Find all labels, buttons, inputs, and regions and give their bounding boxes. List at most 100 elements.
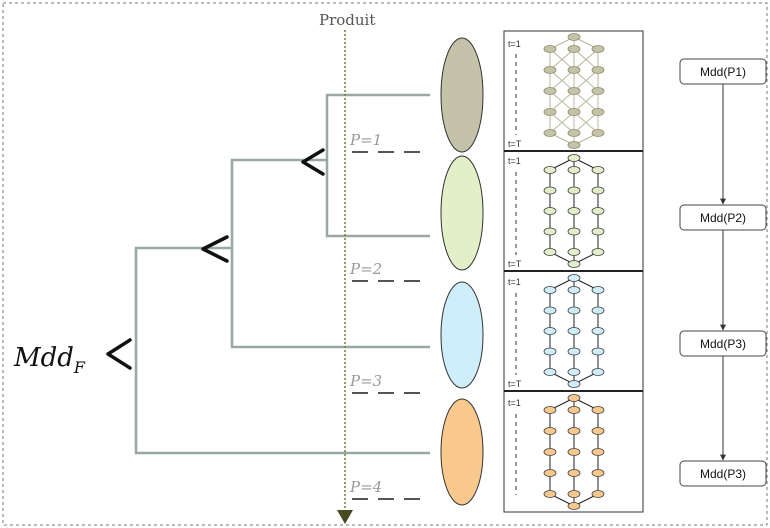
graph-node (567, 347, 581, 356)
partition-label-3: P=3 (349, 372, 382, 390)
chain-box-3-label: Mdd(P3) (700, 337, 746, 351)
graph-node (591, 306, 605, 315)
panel-4: t=1 (508, 394, 605, 510)
graph-node (567, 502, 581, 510)
graph-node (543, 166, 557, 174)
graph-node (543, 286, 557, 294)
graph-node (543, 327, 557, 335)
partition-label-1: P=1 (349, 131, 382, 149)
graph-node (567, 227, 581, 236)
panel-3-t-end: t=T (508, 379, 522, 389)
graph-node (543, 347, 557, 356)
ellipse-p2 (440, 155, 484, 271)
panel-2-graph (543, 154, 605, 268)
graph-edge (549, 48, 575, 71)
panel-2-t-start: t=1 (508, 156, 521, 166)
graph-node (591, 66, 605, 74)
graph-node (543, 406, 557, 414)
product-axis: Produit (319, 11, 375, 524)
graph-node (567, 448, 581, 456)
graph-node (567, 327, 581, 335)
graph-node (591, 406, 605, 414)
graph-node (591, 286, 605, 294)
graph-node (567, 66, 581, 74)
graph-node (543, 87, 557, 95)
graph-node (543, 427, 557, 435)
graph-node (591, 186, 605, 195)
graph-node (567, 306, 581, 315)
graph-node (543, 108, 557, 116)
graph-node (567, 87, 581, 95)
graph-node (591, 227, 605, 236)
product-axis-arrowhead (337, 510, 353, 524)
graph-node (567, 380, 581, 388)
tree-level-2-bracket (230, 158, 430, 349)
graph-node (567, 469, 581, 477)
tree-level-3-bracket (134, 246, 430, 455)
ellipse-p3 (440, 281, 484, 389)
partition-label-2: P=2 (349, 260, 382, 278)
graph-node (591, 448, 605, 456)
graph-node (591, 45, 605, 53)
graph-node (543, 248, 557, 256)
panel-3-graph (543, 274, 605, 388)
graph-node (543, 45, 557, 53)
graph-node (567, 260, 581, 268)
graph-node (567, 186, 581, 195)
graph-node (543, 186, 557, 195)
graph-node (591, 248, 605, 256)
chain-box-2 (679, 204, 767, 231)
panel-3-t-start: t=1 (508, 277, 521, 287)
panel-4-t-start: t=1 (508, 398, 521, 408)
ellipse-p4 (440, 398, 484, 506)
graph-node (567, 45, 581, 53)
chain-box-4-label: Mdd(P3) (700, 467, 746, 481)
graph-node (543, 469, 557, 477)
graph-edge (573, 90, 599, 113)
comparator-symbol-2 (201, 235, 229, 263)
graph-node (591, 347, 605, 356)
graph-node (543, 66, 557, 74)
comparator-symbols (106, 148, 325, 370)
graph-node (591, 469, 605, 477)
graph-node (567, 33, 581, 41)
graph-node (591, 129, 605, 137)
panel-1-t-start: t=1 (508, 39, 521, 49)
graph-node (543, 368, 557, 376)
graph-node (567, 207, 581, 215)
comparator-symbol-1 (301, 148, 325, 176)
panel-1-graph (543, 33, 605, 149)
graph-node (543, 227, 557, 236)
graph-node (591, 427, 605, 435)
graph-node (591, 368, 605, 376)
graph-node (543, 207, 557, 215)
panel-3: t=1 t=T (508, 274, 605, 389)
partition-tree (134, 93, 430, 455)
graph-node (543, 129, 557, 137)
chain-box-1-label: Mdd(P1) (700, 65, 746, 79)
graph-node (567, 406, 581, 414)
chain-box-4 (679, 460, 767, 487)
graph-node (543, 490, 557, 498)
panel-column: t=1 t=T t=1 t=T t=1 t=T t=1 (503, 30, 644, 513)
chain-box-3 (679, 330, 767, 357)
graph-node (591, 108, 605, 116)
comparator-symbol-3 (106, 338, 132, 370)
root-label: MddF (13, 343, 86, 377)
graph-node (591, 166, 605, 174)
partition-label-4: P=4 (349, 478, 382, 496)
graph-edge (573, 69, 599, 92)
chain-box-1 (679, 58, 767, 85)
panel-2: t=1 t=T (508, 154, 605, 269)
partition-ellipses (440, 37, 484, 506)
ellipse-p1 (440, 37, 484, 153)
graph-node (543, 306, 557, 315)
graph-node (567, 286, 581, 294)
graph-node (591, 87, 605, 95)
panel-1-t-end: t=T (508, 139, 522, 149)
tree-level-1-bracket (325, 93, 430, 238)
chain-box-2-label: Mdd(P2) (700, 211, 746, 225)
